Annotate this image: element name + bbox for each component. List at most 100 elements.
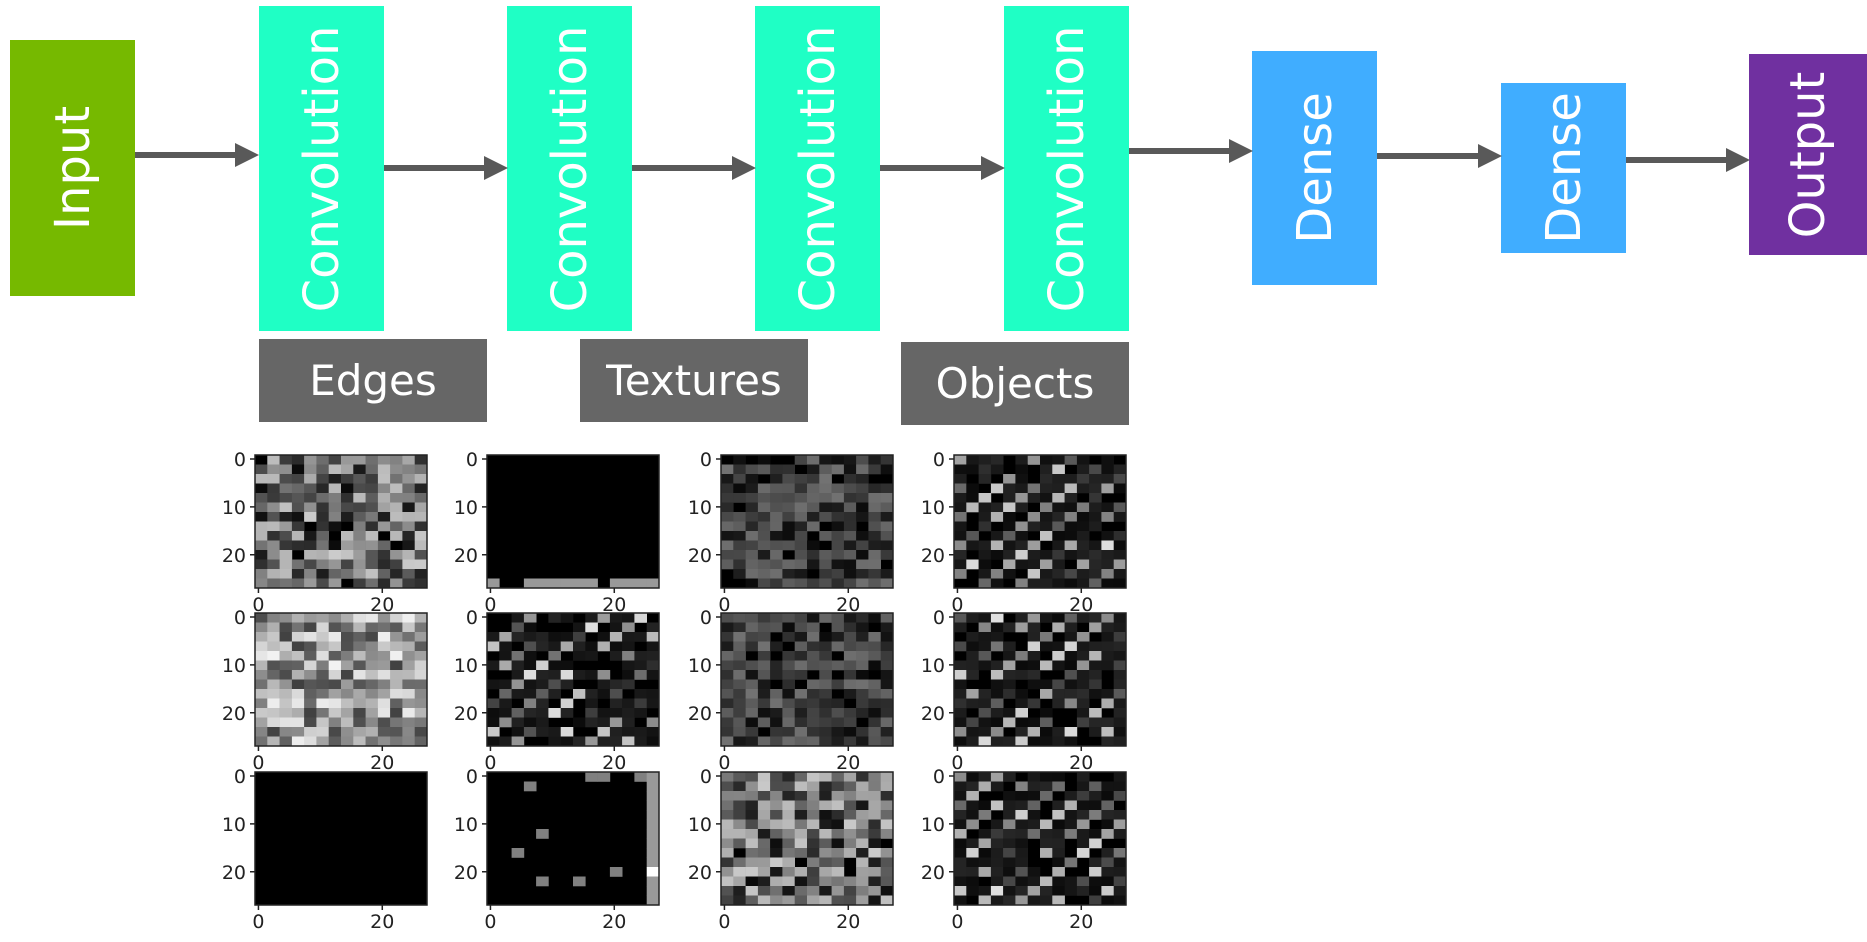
layer-output-label: Output [1780, 71, 1836, 238]
layer-conv-1-label: Convolution [293, 25, 350, 312]
x-tick-label: 20 [370, 911, 394, 933]
layer-input: Input [10, 40, 135, 296]
x-tick-label: 0 [718, 752, 730, 774]
y-tick-label: 10 [921, 655, 945, 677]
layer-conv-1: Convolution [259, 6, 384, 331]
y-tick-label: 10 [688, 497, 712, 519]
x-tick-label: 20 [602, 911, 626, 933]
feature-map-tile: 0 10 20 0 20 [688, 766, 894, 933]
x-tick-label: 0 [484, 752, 496, 774]
y-tick-label: 0 [933, 766, 945, 788]
y-tick-label: 10 [454, 497, 478, 519]
x-tick-label: 20 [1069, 911, 1093, 933]
arrow-head [981, 156, 1005, 180]
y-tick-label: 20 [222, 703, 246, 725]
layer-output: Output [1749, 54, 1867, 255]
feature-map-tile: 0 10 20 0 20 [454, 449, 660, 616]
x-tick-label: 0 [252, 594, 264, 616]
y-tick-label: 20 [688, 703, 712, 725]
y-tick-label: 0 [933, 449, 945, 471]
x-tick-label: 20 [602, 594, 626, 616]
feature-map-tile: 0 10 20 0 20 [222, 607, 428, 774]
layer-dense-2-label: Dense [1535, 92, 1592, 244]
y-tick-label: 20 [454, 545, 478, 567]
y-tick-label: 10 [454, 814, 478, 836]
x-tick-label: 0 [484, 594, 496, 616]
y-tick-label: 0 [700, 449, 712, 471]
y-tick-label: 10 [222, 497, 246, 519]
arrow-head [235, 143, 259, 167]
x-tick-label: 20 [602, 752, 626, 774]
y-tick-label: 10 [222, 814, 246, 836]
y-tick-label: 20 [222, 545, 246, 567]
y-tick-label: 10 [688, 655, 712, 677]
arrow-line [384, 165, 484, 171]
x-tick-label: 0 [951, 594, 963, 616]
y-tick-label: 0 [466, 766, 478, 788]
y-tick-label: 0 [466, 449, 478, 471]
arrow-line [135, 152, 235, 158]
feature-map-tile: 0 10 20 0 20 [454, 607, 660, 774]
y-tick-label: 0 [234, 607, 246, 629]
x-tick-label: 0 [718, 911, 730, 933]
y-tick-label: 20 [921, 862, 945, 884]
feature-map-tile: 0 10 20 0 20 [688, 607, 894, 774]
feature-map-tile: 0 10 20 0 20 [921, 766, 1127, 933]
layer-dense-2: Dense [1501, 83, 1626, 253]
arrow-head [732, 156, 756, 180]
layer-conv-4: Convolution [1004, 6, 1129, 331]
x-tick-label: 20 [1069, 752, 1093, 774]
arrow-head [484, 156, 508, 180]
x-tick-label: 0 [252, 911, 264, 933]
x-tick-label: 20 [836, 752, 860, 774]
feature-map-tile: 0 10 20 0 20 [921, 607, 1127, 774]
arrow-head [1478, 144, 1502, 168]
arrow-head [1726, 148, 1750, 172]
arrow-line [632, 165, 732, 171]
y-tick-label: 0 [234, 766, 246, 788]
feature-map-tile: 0 10 20 0 20 [688, 449, 894, 616]
x-tick-label: 0 [951, 911, 963, 933]
y-tick-label: 0 [700, 766, 712, 788]
y-tick-label: 10 [688, 814, 712, 836]
x-tick-label: 0 [252, 752, 264, 774]
feature-label-objects: Objects [901, 342, 1129, 425]
layer-dense-1-label: Dense [1286, 92, 1343, 244]
y-tick-label: 20 [688, 862, 712, 884]
y-tick-label: 10 [921, 497, 945, 519]
y-tick-label: 20 [921, 545, 945, 567]
layer-dense-1: Dense [1252, 51, 1377, 285]
layer-conv-3-label: Convolution [789, 25, 846, 312]
layer-conv-2-label: Convolution [541, 25, 598, 312]
layer-conv-2: Convolution [507, 6, 632, 331]
layer-input-label: Input [44, 105, 101, 231]
x-tick-label: 20 [836, 911, 860, 933]
feature-map-tile: 0 10 20 0 20 [454, 766, 660, 933]
y-tick-label: 0 [700, 607, 712, 629]
feature-label-edges: Edges [259, 339, 487, 422]
x-tick-label: 20 [370, 752, 394, 774]
x-tick-label: 0 [484, 911, 496, 933]
arrow-line [1129, 148, 1229, 154]
x-tick-label: 20 [836, 594, 860, 616]
x-tick-label: 0 [718, 594, 730, 616]
arrow-head [1229, 139, 1253, 163]
feature-map-tile: 0 10 20 0 20 [921, 449, 1127, 616]
y-tick-label: 10 [921, 814, 945, 836]
y-tick-label: 0 [933, 607, 945, 629]
y-tick-label: 10 [222, 655, 246, 677]
arrow-line [880, 165, 981, 171]
y-tick-label: 0 [234, 449, 246, 471]
y-tick-label: 0 [466, 607, 478, 629]
y-tick-label: 20 [921, 703, 945, 725]
feature-label-textures: Textures [580, 339, 808, 422]
x-tick-label: 0 [951, 752, 963, 774]
y-tick-label: 20 [222, 862, 246, 884]
y-tick-label: 20 [454, 862, 478, 884]
x-tick-label: 20 [1069, 594, 1093, 616]
y-tick-label: 10 [454, 655, 478, 677]
feature-map-tile: 0 10 20 0 20 [222, 766, 428, 933]
y-tick-label: 20 [454, 703, 478, 725]
y-tick-label: 20 [688, 545, 712, 567]
